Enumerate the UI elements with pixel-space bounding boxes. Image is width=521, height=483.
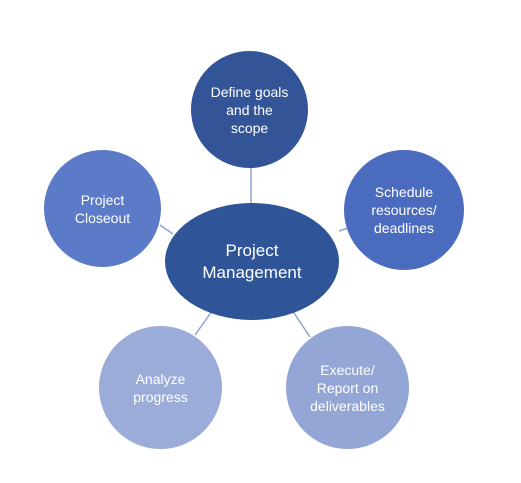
center-node-project-management: Project Management: [165, 203, 339, 320]
node-execute-report: Execute/ Report on deliverables: [286, 326, 409, 449]
node-project-closeout: Project Closeout: [44, 150, 161, 267]
connector-closeout: [159, 224, 174, 235]
center-node-label: Project Management: [202, 240, 302, 282]
node-define-goals: Define goals and the scope: [191, 51, 308, 168]
node-analyze-progress: Analyze progress: [99, 326, 222, 449]
node-schedule-resources: Schedule resources/ deadlines: [344, 150, 464, 270]
node-label-project-closeout: Project Closeout: [74, 191, 131, 226]
node-label-analyze-progress: Analyze progress: [133, 370, 188, 405]
node-label-schedule-resources: Schedule resources/ deadlines: [371, 184, 437, 236]
node-label-execute-report: Execute/ Report on deliverables: [310, 361, 385, 414]
node-label-define-goals: Define goals and the scope: [210, 83, 289, 136]
